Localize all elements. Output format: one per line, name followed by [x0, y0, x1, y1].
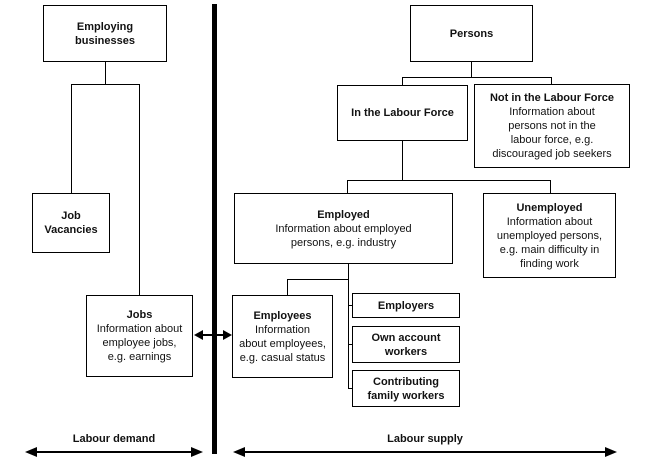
unemployed-title: Unemployed: [516, 201, 583, 214]
connector-persons-bracket: [402, 77, 552, 78]
job-vacancies-title: Job Vacancies: [44, 210, 98, 236]
connector-employees-branch: [287, 279, 348, 280]
employing-businesses-title: Employing businesses: [75, 20, 135, 47]
not-in-labour-force-description: Information about persons not in the lab…: [492, 106, 612, 160]
own-account-workers-title: Own account workers: [371, 331, 441, 358]
box-contributing-family-workers: Contributing family workers: [352, 370, 460, 407]
box-own-account-workers: Own account workers: [352, 326, 460, 363]
jobs-employees-arrow-right-icon: [223, 330, 232, 340]
box-persons: Persons: [410, 5, 533, 62]
box-employing-businesses: Employing businesses: [43, 5, 167, 62]
box-employees: Employees Information about employees, e…: [232, 295, 333, 378]
labour-demand-arrow-shaft: [36, 451, 192, 453]
connector-to-not-in-labour-force: [551, 77, 552, 85]
connector-to-employed: [347, 180, 348, 193]
employed-title: Employed: [317, 208, 370, 221]
employed-description: Information about employed persons, e.g.…: [275, 222, 412, 249]
box-job-vacancies: Job Vacancies: [32, 193, 110, 253]
connector-to-contributing: [349, 388, 352, 389]
connector-employed-down: [348, 264, 349, 389]
box-jobs: Jobs Information about employee jobs, e.…: [86, 295, 193, 377]
labour-demand-arrow-right-icon: [191, 447, 203, 457]
labour-supply-arrow-shaft: [244, 451, 605, 453]
box-not-in-labour-force: Not in the Labour Force Information abou…: [474, 84, 630, 168]
unemployed-description: Information about unemployed persons, e.…: [496, 215, 603, 270]
box-in-labour-force: In the Labour Force: [337, 85, 468, 141]
labour-supply-label: Labour supply: [387, 433, 463, 445]
connector-to-employers: [349, 305, 352, 306]
jobs-employees-arrow-left-icon: [194, 330, 203, 340]
contributing-family-workers-title: Contributing family workers: [367, 375, 445, 402]
box-unemployed: Unemployed Information about unemployed …: [483, 193, 616, 278]
jobs-description: Information about employee jobs, e.g. ea…: [96, 323, 183, 363]
connector-to-unemployed: [550, 180, 551, 193]
connector-left-bracket: [71, 84, 140, 85]
box-employers: Employers: [352, 293, 460, 318]
persons-title: Persons: [449, 27, 494, 40]
not-in-labour-force-title: Not in the Labour Force: [489, 92, 615, 104]
labour-supply-arrow-right-icon: [605, 447, 617, 457]
jobs-title: Jobs: [126, 309, 153, 321]
connector-to-own-account: [349, 344, 352, 345]
connector-to-job-vacancies: [71, 84, 72, 193]
labour-demand-arrow-left-icon: [25, 447, 37, 457]
employers-title: Employers: [377, 299, 435, 312]
labour-supply-arrow-left-icon: [233, 447, 245, 457]
connector-to-jobs: [139, 84, 140, 295]
box-employed: Employed Information about employed pers…: [234, 193, 453, 264]
connector-to-in-labour-force: [402, 77, 403, 85]
connector-ilf-bracket: [347, 180, 550, 181]
connector-to-employees: [287, 279, 288, 295]
employees-description: Information about employees, e.g. casual…: [239, 323, 326, 364]
in-labour-force-title: In the Labour Force: [351, 107, 454, 119]
connector-employing-down: [105, 62, 106, 84]
jobs-employees-arrow-shaft: [198, 334, 226, 336]
employees-title: Employees: [253, 309, 312, 322]
labour-demand-label: Labour demand: [72, 433, 156, 445]
demand-supply-divider-line: [212, 4, 217, 454]
connector-persons-down: [471, 62, 472, 77]
connector-ilf-down: [402, 141, 403, 180]
